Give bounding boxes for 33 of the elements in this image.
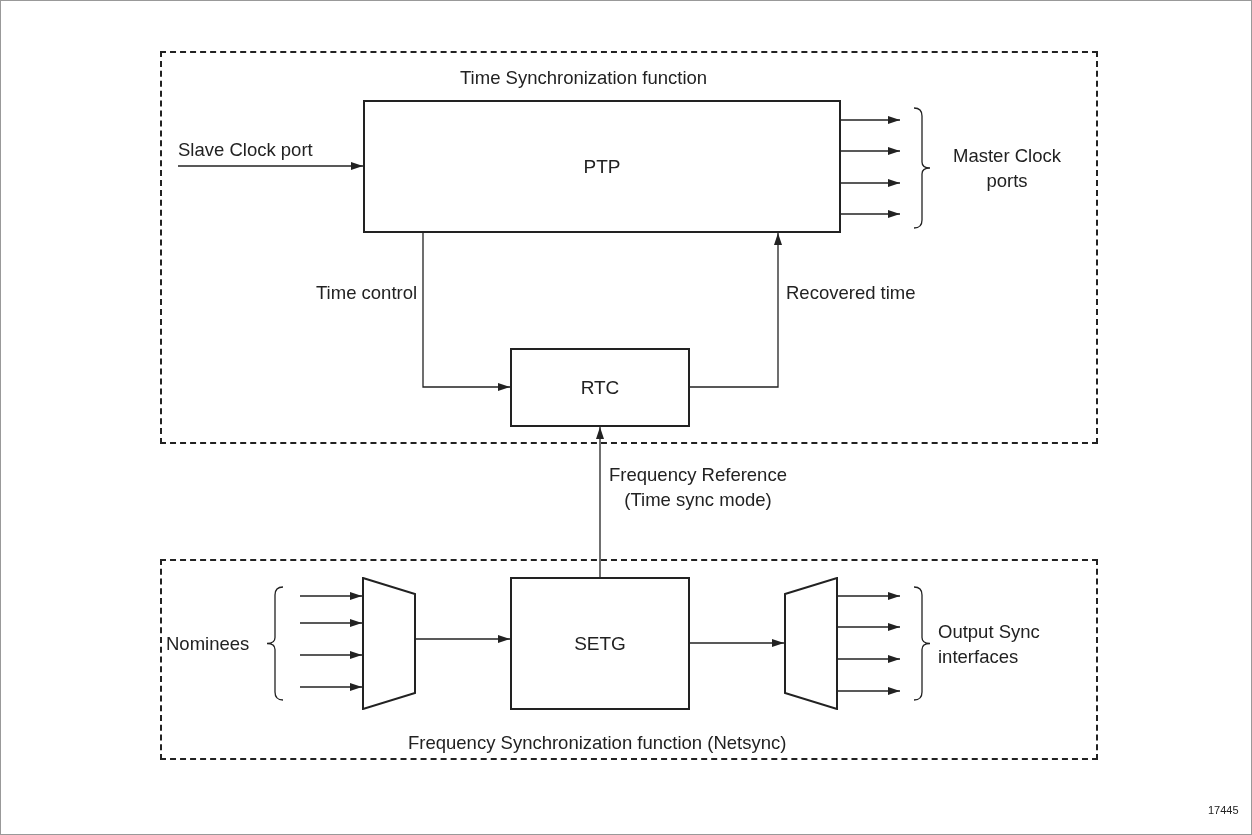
box-label: SETG [574,632,626,655]
dashed-group-box [160,559,1098,760]
arrow [689,232,782,388]
arrow [840,179,901,187]
arrow [596,426,604,578]
dashed-group-box [160,51,1098,444]
arrow [837,655,901,663]
figure-number: 17445 [1208,803,1239,817]
multiplexer-shape [362,577,416,710]
arrow [177,162,364,170]
arrow [840,210,901,218]
process-box [363,100,841,233]
edge-label: Frequency Reference (Time sync mode) [608,463,788,512]
arrow [689,639,785,647]
edge-label: Slave Clock port [178,138,313,162]
arrow [837,623,901,631]
arrow [837,592,901,600]
arrow [299,592,363,600]
arrow [299,651,363,659]
arrow [415,635,511,643]
arrow [299,683,363,691]
arrow [840,147,901,155]
edge-label: Recovered time [786,281,916,305]
arrow [840,116,901,124]
process-box [510,577,690,710]
box-label: PTP [583,155,621,178]
arrow [837,687,901,695]
arrow [422,232,511,391]
arrow [299,619,363,627]
process-box [510,348,690,427]
demultiplexer-shape [784,577,838,710]
edge-label: Time control [316,281,418,305]
box-label: RTC [580,376,620,399]
